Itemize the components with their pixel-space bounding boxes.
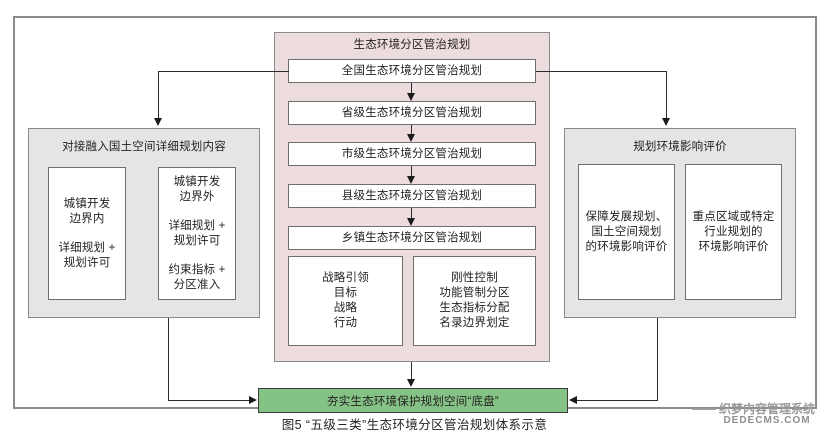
category-line: 行动 [333, 317, 358, 329]
center-panel-title: 生态环境分区管治规划 [353, 39, 471, 51]
spacer [51, 227, 123, 241]
left-box-head-line: 边界内 [69, 212, 105, 225]
right-box-key-region-industry-eia: 重点区域或特定 行业规划的 环境影响评价 [685, 164, 782, 300]
level-box-label: 省级生态环境分区管治规划 [341, 106, 483, 119]
bottom-summary-box: 夯实生态环境保护规划空间“底盘” [258, 388, 568, 413]
arrow-down-icon [407, 93, 415, 101]
connector-line [577, 400, 658, 401]
right-panel-title: 规划环境影响评价 [633, 141, 727, 153]
left-box-body-line: 约束指标 + [168, 263, 226, 276]
connector-line [158, 71, 289, 72]
connector-line [168, 318, 169, 401]
arrow-down-icon [407, 218, 415, 226]
watermark-rule [692, 408, 716, 410]
right-box-lines: 保障发展规划、 国土空间规划 的环境影响评价 [579, 210, 674, 255]
connector-line [411, 362, 412, 380]
frame-border-right [815, 16, 817, 409]
watermark-line-1: 织梦内容管理系统 [718, 402, 815, 416]
left-box-outside-boundary: 城镇开发 边界外 详细规划 + 规划许可 约束指标 + 分区准入 [158, 167, 236, 300]
left-box-inside-boundary: 城镇开发 边界内 详细规划 + 规划许可 [48, 167, 126, 300]
arrow-down-icon [154, 118, 162, 126]
right-box-line: 重点区域或特定 [692, 210, 775, 223]
category-box-strategic-guidance: 战略引领 目标 战略 行动 [288, 256, 403, 346]
connector-line [666, 71, 667, 119]
left-box-body-line: 详细规划 + [168, 219, 226, 232]
left-panel-title: 对接融入国土空间详细规划内容 [62, 141, 226, 153]
connector-line [411, 125, 412, 135]
figure-caption: 图5 “五级三类”生态环境分区管治规划体系示意 [281, 418, 548, 432]
left-box-body-line: 规划许可 [63, 256, 111, 269]
level-box-municipal: 市级生态环境分区管治规划 [288, 142, 536, 166]
category-line: 目标 [333, 287, 358, 299]
watermark: 织梦内容管理系统 DEDECMS.COM [712, 403, 822, 427]
left-box-body-line: 分区准入 [173, 278, 221, 291]
left-box-body-line: 规划许可 [173, 234, 221, 247]
category-box-lines: 刚性控制 功能管制分区 生态指标分配 名录边界划定 [414, 271, 535, 331]
connector-line [657, 318, 658, 401]
left-box-lines: 城镇开发 边界外 详细规划 + 规划许可 约束指标 + 分区准入 [159, 175, 235, 293]
arrow-down-icon [407, 379, 415, 387]
connector-line [168, 400, 250, 401]
spacer [161, 249, 233, 263]
arrow-right-icon [249, 396, 257, 404]
category-line: 生态指标分配 [439, 302, 510, 314]
connector-line [411, 208, 412, 219]
right-box-line: 保障发展规划、 [585, 210, 668, 223]
arrow-down-icon [407, 176, 415, 184]
category-line: 战略引领 [322, 272, 369, 284]
frame-border-left [13, 16, 15, 409]
connector-line [536, 71, 667, 72]
right-box-lines: 重点区域或特定 行业规划的 环境影响评价 [686, 210, 781, 255]
right-box-line: 国土空间规划 [591, 225, 662, 238]
right-box-development-plan-eia: 保障发展规划、 国土空间规划 的环境影响评价 [578, 164, 675, 300]
connector-line [411, 166, 412, 177]
arrow-down-icon [662, 118, 670, 126]
left-box-body-line: 详细规划 + [58, 241, 116, 254]
left-box-lines: 城镇开发 边界内 详细规划 + 规划许可 [49, 197, 125, 271]
level-box-township: 乡镇生态环境分区管治规划 [288, 226, 536, 250]
category-line: 名录边界划定 [439, 317, 510, 329]
level-box-label: 县级生态环境分区管治规划 [341, 189, 483, 202]
bottom-summary-label: 夯实生态环境保护规划空间“底盘” [327, 395, 499, 408]
right-box-line: 环境影响评价 [698, 240, 769, 253]
category-box-lines: 战略引领 目标 战略 行动 [289, 271, 402, 331]
connector-line [411, 83, 412, 94]
left-box-head-line: 城镇开发 [63, 197, 111, 210]
category-line: 功能管制分区 [439, 287, 510, 299]
left-box-head-line: 边界外 [179, 190, 215, 203]
level-box-county: 县级生态环境分区管治规划 [288, 184, 536, 208]
category-box-rigid-control: 刚性控制 功能管制分区 生态指标分配 名录边界划定 [413, 256, 536, 346]
level-box-label: 市级生态环境分区管治规划 [341, 147, 483, 160]
level-box-national: 全国生态环境分区管治规划 [288, 59, 536, 83]
frame-border-top [13, 16, 817, 18]
connector-line [158, 71, 159, 119]
left-box-head-line: 城镇开发 [173, 175, 221, 188]
category-line: 战略 [333, 302, 358, 314]
level-box-label: 乡镇生态环境分区管治规划 [341, 231, 483, 244]
level-box-label: 全国生态环境分区管治规划 [341, 64, 483, 77]
arrow-left-icon [569, 396, 577, 404]
category-line: 刚性控制 [451, 272, 498, 284]
watermark-line-2: DEDECMS.COM [723, 415, 811, 426]
arrow-down-icon [407, 134, 415, 142]
right-box-line: 行业规划的 [704, 225, 763, 238]
right-box-line: 的环境影响评价 [585, 240, 668, 253]
level-box-provincial: 省级生态环境分区管治规划 [288, 101, 536, 125]
spacer [161, 205, 233, 219]
